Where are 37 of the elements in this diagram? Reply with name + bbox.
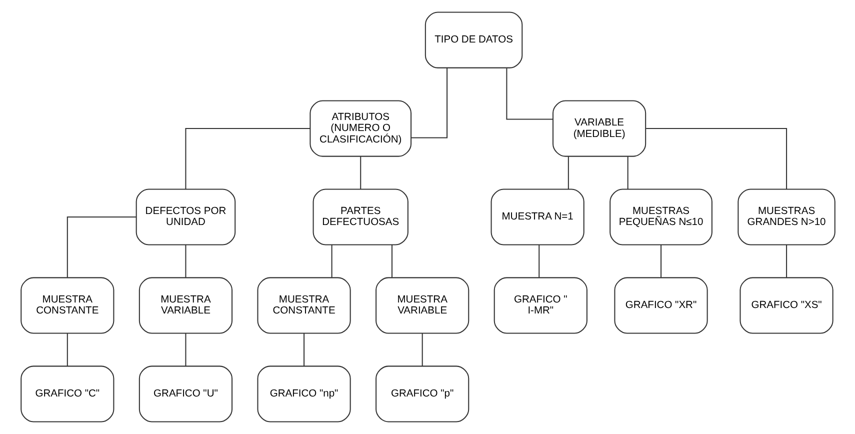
- node-box: MUESTRA N=1: [490, 188, 584, 246]
- node-box: GRAFICO "XR": [614, 277, 708, 334]
- node-box: ATRIBUTOS (NUMERO O CLASIFICACIÓN): [309, 100, 412, 157]
- node-box: TIPO DE DATOS: [424, 12, 522, 68]
- connector: [410, 68, 448, 138]
- node-box: GRAFICO "C": [20, 366, 114, 422]
- node-box: MUESTRA CONSTANTE: [20, 277, 114, 334]
- connector: [660, 245, 662, 278]
- node-box: GRAFICO "np": [256, 366, 350, 422]
- connector: [66, 216, 136, 278]
- connector: [330, 245, 332, 278]
- connector: [786, 245, 787, 278]
- node-box: MUESTRA CONSTANTE: [256, 277, 350, 334]
- node-box: MUESTRAS PEQUEÑAS N≤10: [609, 188, 712, 246]
- node-box: MUESTRAS GRANDES N>10: [737, 188, 835, 246]
- node-box: MUESTRA VARIABLE: [138, 277, 232, 334]
- connector: [390, 245, 392, 278]
- connector: [567, 156, 568, 190]
- connector: [538, 245, 540, 278]
- connector: [421, 333, 422, 366]
- node-box: GRAFICO "U": [138, 366, 232, 422]
- connector: [184, 128, 310, 189]
- node-box: MUESTRA VARIABLE: [375, 277, 469, 334]
- node-box: GRAFICO " I-MR": [493, 277, 587, 334]
- connector: [66, 333, 68, 366]
- connector: [303, 333, 304, 366]
- connector: [646, 128, 787, 189]
- node-box: VARIABLE (MEDIBLE): [552, 100, 646, 157]
- connector: [184, 333, 186, 366]
- node-box: PARTES DEFECTUOSAS: [312, 188, 408, 246]
- connector: [626, 156, 628, 190]
- node-box: GRAFICO "XS": [739, 277, 833, 334]
- connector: [506, 68, 552, 120]
- node-box: GRAFICO "p": [375, 366, 469, 422]
- node-box: DEFECTOS POR UNIDAD: [135, 188, 236, 246]
- connector: [360, 156, 361, 190]
- connector: [184, 245, 186, 278]
